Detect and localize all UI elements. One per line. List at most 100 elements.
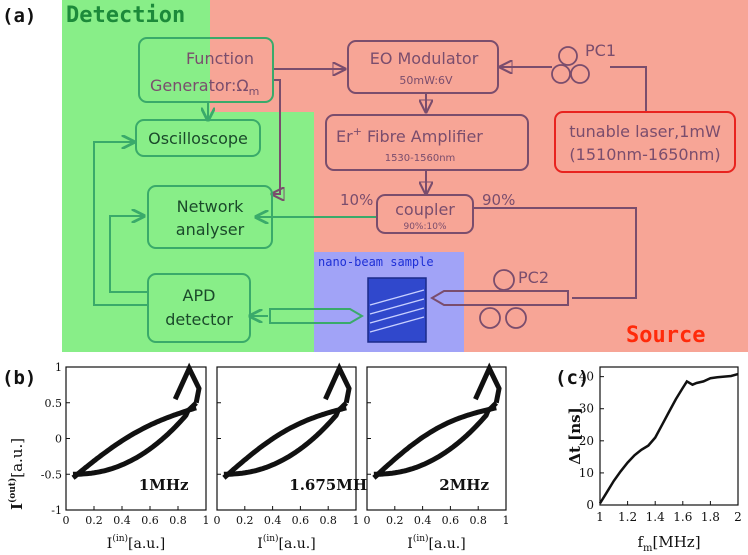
x-tick-label: 1 [503, 514, 510, 527]
function-generator-sub: m [249, 85, 260, 98]
loop-peak [172, 362, 202, 404]
network-line2: analyser [176, 220, 245, 239]
x-tick-label: 0 [364, 514, 371, 527]
loop-peak [323, 362, 352, 404]
y-tick-label: 0.5 [45, 397, 63, 410]
amplifier-box: Er+ Fibre Amplifier 1530-1560nm [325, 114, 529, 171]
apd-line2: detector [165, 310, 233, 329]
panel-label-c: (c) [555, 367, 589, 389]
pc1-icon [551, 46, 590, 84]
apd-line1: APD [183, 286, 216, 305]
x-tick-label: 0.4 [113, 514, 131, 527]
x-tick-label: 2 [734, 510, 742, 524]
detection-title: Detection [66, 3, 185, 28]
x-tick-label: 0.8 [319, 514, 337, 527]
loop-lower-branch [223, 401, 349, 477]
panel-label-a: (a) [2, 5, 36, 27]
x-tick-label: 0.4 [264, 514, 282, 527]
x-tick-label: 0 [63, 514, 70, 527]
x-tick-label: 0.2 [386, 514, 404, 527]
function-generator-line2: Generator:Ω [150, 76, 249, 95]
function-generator-line1: Function [186, 49, 254, 68]
chart-c-ylabel: Δt [ns] [566, 407, 584, 464]
y-tick-label: 10 [579, 466, 594, 480]
panel-b-ylabel-main: I [8, 503, 26, 510]
x-tick-label: 0.8 [469, 514, 487, 527]
x-tick-label: 0 [214, 514, 221, 527]
connections [93, 67, 647, 316]
loop-freq-label: 2MHz [439, 476, 489, 494]
amplifier-line1-group: Er+ Fibre Amplifier [336, 125, 483, 146]
delay-curve [598, 372, 739, 505]
split-left-label: 10% [340, 191, 373, 209]
eo-modulator-line2: 50mW:6V [399, 74, 453, 87]
y-tick-label: 20 [579, 434, 594, 448]
eo-modulator-line1: EO Modulator [370, 49, 479, 68]
x-tick-label: 0.6 [141, 514, 159, 527]
chart-c-frame [599, 366, 739, 506]
loop-plot-frame [65, 366, 207, 511]
pc2-icon [479, 269, 527, 329]
y-tick-label: -1 [51, 504, 62, 517]
left-fibre-icon [269, 308, 364, 324]
panel-b-ylabel: I(out)[a.u.] [7, 438, 26, 510]
x-tick-label: 0.8 [169, 514, 187, 527]
amplifier-rest: Fibre Amplifier [362, 127, 483, 146]
loop-freq-label: 1.675MHz [289, 476, 376, 494]
function-generator-line2-group: Generator:Ωm [150, 76, 259, 98]
loop-upper-branch [372, 405, 497, 480]
panel-label-b: (b) [2, 367, 36, 389]
x-tick-label: 1.4 [646, 510, 665, 524]
loop-lower-branch [72, 401, 198, 477]
x-tick-label: 0.2 [85, 514, 103, 527]
amplifier-line2: 1530-1560nm [385, 153, 456, 164]
nano-beam-sample-icon [367, 277, 427, 343]
y-tick-label: 0 [586, 498, 594, 512]
pc2-label: PC2 [518, 268, 549, 287]
x-tick-label: 1 [596, 510, 604, 524]
laser-box: tunable laser,1mW (1510nm-1650nm) [554, 111, 736, 173]
panel-b-ylabel-sup: (out) [7, 478, 18, 503]
y-tick-label: -0.5 [41, 468, 62, 481]
y-tick-label: 40 [579, 370, 594, 384]
source-title: Source [626, 323, 705, 348]
loop-xlabel: I(in)[a.u.] [257, 533, 315, 552]
coupler-box: coupler 90%:10% [376, 194, 474, 234]
x-tick-label: 0.6 [442, 514, 460, 527]
loop-peak [473, 362, 502, 404]
loop-plot-3: 2MHz 0 0.2 0.4 0.6 0.8 1I(in)[a.u.] [364, 362, 510, 552]
apd-detector-box: APD detector [147, 273, 251, 343]
split-right-label: 90% [482, 191, 515, 209]
x-tick-label: 1.2 [618, 510, 637, 524]
y-tick-label: 30 [579, 402, 594, 416]
panel-b-ylabel-unit: [a.u.] [8, 438, 26, 478]
coupler-line2: 90%:10% [403, 222, 446, 232]
x-tick-label: 0.2 [236, 514, 254, 527]
loop-xlabel: I(in)[a.u.] [407, 533, 465, 552]
amplifier-sup: + [353, 125, 362, 138]
x-tick-label: 1.6 [673, 510, 692, 524]
coupler-line1: coupler [395, 200, 455, 219]
pc1-label: PC1 [585, 41, 616, 60]
loop-upper-branch [222, 405, 347, 480]
x-tick-label: 0.6 [292, 514, 310, 527]
sample-title: nano-beam sample [318, 255, 434, 269]
oscilloscope-box: Oscilloscope [135, 119, 261, 157]
amplifier-er: Er [336, 127, 353, 146]
laser-line1: tunable laser,1mW [569, 122, 721, 141]
right-fibre-icon [430, 290, 569, 306]
x-tick-label: 0.4 [414, 514, 432, 527]
laser-line2: (1510nm-1650nm) [569, 145, 720, 164]
eo-modulator-box: EO Modulator 50mW:6V [347, 40, 499, 94]
loop-upper-branch [71, 405, 197, 480]
loop-plot-frame [216, 366, 357, 511]
loop-lower-branch [373, 401, 499, 477]
function-generator-box: Function Generator:Ωm [138, 37, 274, 103]
svg-text:I(out)[a.u.]: I(out)[a.u.] [7, 438, 26, 510]
network-line1: Network [177, 197, 245, 216]
loop-xlabel: I(in)[a.u.] [107, 533, 165, 552]
